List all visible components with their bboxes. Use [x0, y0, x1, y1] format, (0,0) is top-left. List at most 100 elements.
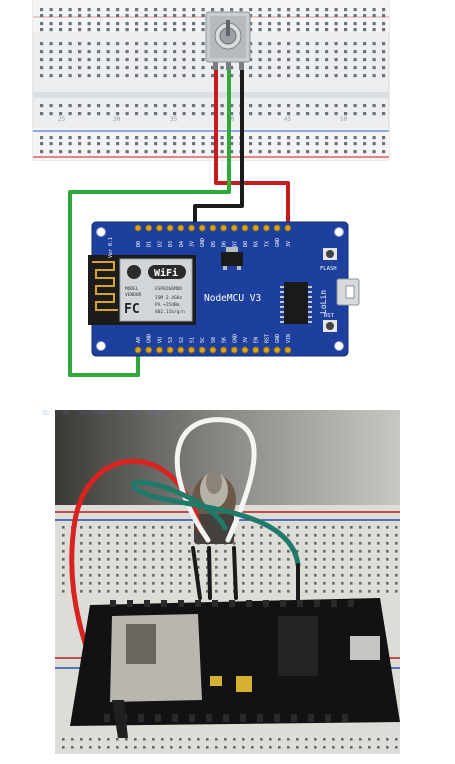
breadboard-hole — [287, 136, 291, 140]
breadboard-hole — [97, 8, 101, 12]
photo-breadboard-hole — [377, 582, 380, 585]
bottom-pin-label: GND — [232, 334, 238, 343]
photo-bottom-pin — [291, 714, 297, 722]
photo-breadboard-hole — [260, 558, 263, 561]
photo-breadboard-hole — [296, 746, 299, 749]
breadboard-hole — [277, 150, 281, 154]
photo-breadboard-hole — [170, 526, 173, 529]
photo-breadboard-hole — [179, 558, 182, 561]
photo-breadboard-hole — [98, 582, 101, 585]
breadboard-hole — [249, 28, 253, 32]
breadboard-hole — [382, 112, 386, 116]
breadboard-hole — [315, 150, 319, 154]
top-pin-label: 3V — [190, 241, 196, 247]
photo-breadboard-hole — [233, 738, 236, 741]
photo-breadboard-hole — [260, 526, 263, 529]
breadboard-hole — [59, 112, 63, 116]
breadboard-hole — [144, 22, 148, 26]
esp8266-module: WiFi MODEL VENDOR ESP8266MOD FC ISM 2.4G… — [88, 255, 196, 325]
photo-breadboard-hole — [377, 566, 380, 569]
photo-top-pin — [331, 600, 337, 607]
breadboard-hole — [268, 104, 272, 108]
breadboard-hole — [325, 74, 329, 78]
breadboard-hole — [296, 28, 300, 32]
breadboard-hole — [201, 104, 205, 108]
breadboard-hole — [106, 66, 110, 70]
photo-breadboard-hole — [287, 566, 290, 569]
column-number: 45 — [284, 116, 292, 123]
breadboard-hole — [68, 58, 72, 62]
breadboard-hole — [258, 66, 262, 70]
breadboard-hole — [363, 74, 367, 78]
breadboard-hole — [277, 58, 281, 62]
breadboard-hole — [125, 150, 129, 154]
breadboard-hole — [97, 50, 101, 54]
photo-breadboard-hole — [269, 542, 272, 545]
photo-breadboard-hole — [377, 574, 380, 577]
photo-top-pin — [212, 600, 218, 607]
photo-breadboard-hole — [395, 738, 398, 741]
breadboard-hole — [382, 22, 386, 26]
photo-breadboard-hole — [161, 542, 164, 545]
breadboard-hole — [144, 66, 148, 70]
photo-breadboard-hole — [107, 746, 110, 749]
breadboard-hole — [277, 104, 281, 108]
column-number: 30 — [113, 116, 121, 123]
breadboard-hole — [163, 8, 167, 12]
bottom-pin — [166, 346, 174, 354]
breadboard-hole — [249, 14, 253, 18]
breadboard-hole — [258, 142, 262, 146]
photo-breadboard-hole — [62, 550, 65, 553]
rst-button: RST — [323, 313, 337, 332]
column-number: 25 — [58, 116, 66, 123]
breadboard-hole — [325, 50, 329, 54]
photo-breadboard-hole — [80, 526, 83, 529]
breadboard-hole — [201, 112, 205, 116]
breadboard-hole — [258, 150, 262, 154]
breadboard-hole — [173, 50, 177, 54]
breadboard-hole — [306, 74, 310, 78]
top-pin-label: D0 — [136, 241, 142, 247]
photo-breadboard-hole — [296, 550, 299, 553]
breadboard-hole — [258, 58, 262, 62]
photo-breadboard-hole — [350, 558, 353, 561]
photo-breadboard-hole — [188, 574, 191, 577]
photo-breadboard-hole — [341, 558, 344, 561]
bottom-pin-label: SC — [200, 337, 206, 343]
photo-breadboard-hole — [305, 550, 308, 553]
breadboard-hole — [87, 66, 91, 70]
photo-breadboard-hole — [323, 590, 326, 593]
breadboard-hole — [59, 136, 63, 140]
photo-breadboard-hole — [134, 526, 137, 529]
breadboard-hole — [363, 136, 367, 140]
photo-breadboard-hole — [395, 582, 398, 585]
photo-breadboard-hole — [395, 590, 398, 593]
breadboard-hole — [211, 8, 215, 12]
photo-breadboard-hole — [107, 550, 110, 553]
photo-breadboard-hole — [188, 534, 191, 537]
photo-breadboard-hole — [287, 558, 290, 561]
bottom-pin-label: EN — [254, 337, 260, 343]
breadboard-hole — [173, 58, 177, 62]
photo-breadboard-hole — [242, 582, 245, 585]
breadboard-hole — [163, 104, 167, 108]
photo-breadboard-hole — [269, 746, 272, 749]
photo-breadboard-hole — [332, 558, 335, 561]
photo-breadboard-hole — [62, 746, 65, 749]
breadboard-hole — [306, 150, 310, 154]
breadboard-hole — [144, 50, 148, 54]
photo-breadboard-hole — [359, 526, 362, 529]
photo-breadboard-hole — [125, 542, 128, 545]
breadboard-hole — [87, 42, 91, 46]
breadboard-hole — [192, 74, 196, 78]
photo-breadboard-hole — [224, 574, 227, 577]
breadboard-hole — [268, 50, 272, 54]
photo-breadboard-hole — [206, 582, 209, 585]
breadboard-hole — [87, 74, 91, 78]
breadboard-hole — [334, 50, 338, 54]
breadboard-hole — [277, 142, 281, 146]
breadboard-hole — [87, 58, 91, 62]
breadboard-hole — [249, 142, 253, 146]
breadboard-hole — [344, 8, 348, 12]
photo-breadboard-hole — [395, 558, 398, 561]
